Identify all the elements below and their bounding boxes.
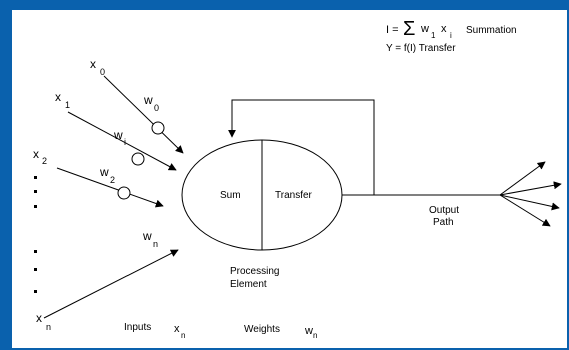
svg-text:w: w bbox=[304, 325, 313, 337]
weight-node-w0 bbox=[151, 121, 165, 135]
svg-text:n: n bbox=[46, 322, 51, 332]
processing-caption-line2: Element bbox=[230, 279, 267, 290]
output-path-line1: Output bbox=[429, 205, 459, 216]
summation-w-sub: 1 bbox=[431, 31, 436, 40]
svg-text:x: x bbox=[55, 90, 61, 104]
inputs-legend-label: Inputs bbox=[124, 322, 151, 333]
weight-label-w2: w 2 bbox=[99, 165, 115, 185]
output-path-line2: Path bbox=[433, 217, 454, 228]
svg-text:0: 0 bbox=[100, 67, 105, 77]
output-arrow-2 bbox=[499, 181, 562, 196]
ellipsis-dots bbox=[34, 176, 37, 293]
weight-node-wi bbox=[131, 152, 145, 166]
weight-nodes bbox=[117, 121, 165, 200]
input-arrow-x2 bbox=[56, 167, 164, 208]
transfer-label: Transfer bbox=[275, 190, 313, 201]
svg-text:w: w bbox=[99, 165, 109, 179]
summation-x: x bbox=[441, 23, 447, 35]
output-arrow-3 bbox=[499, 194, 560, 211]
summation-w: w bbox=[420, 23, 429, 35]
summation-formula: I = Σ w 1 x i Summation bbox=[386, 18, 517, 40]
svg-text:w: w bbox=[113, 128, 123, 142]
summation-x-sub: i bbox=[450, 31, 452, 40]
sigma-symbol: Σ bbox=[403, 18, 415, 40]
output-arrow-4 bbox=[499, 194, 551, 227]
input-arrows bbox=[43, 75, 184, 319]
svg-text:x: x bbox=[36, 311, 42, 325]
weight-node-w2 bbox=[117, 186, 131, 200]
summation-label: Summation bbox=[466, 25, 517, 36]
weight-label-wn: w n bbox=[142, 229, 158, 249]
svg-text:2: 2 bbox=[42, 156, 47, 166]
svg-text:i: i bbox=[124, 137, 126, 147]
svg-text:n: n bbox=[181, 331, 185, 340]
input-label-xn: x n bbox=[36, 311, 51, 332]
transfer-formula: Y = f(I) Transfer bbox=[386, 43, 456, 54]
input-arrow-x0 bbox=[103, 75, 184, 154]
weight-label-w0: w 0 bbox=[143, 93, 159, 113]
input-arrow-x1 bbox=[67, 111, 177, 171]
output-arrows bbox=[499, 161, 562, 227]
weight-label-wi: w i bbox=[113, 128, 126, 147]
weights-legend-symbol: w n bbox=[304, 325, 317, 340]
svg-text:n: n bbox=[313, 331, 317, 340]
svg-text:n: n bbox=[153, 239, 158, 249]
input-label-x1: x 1 bbox=[55, 90, 70, 110]
svg-text:x: x bbox=[33, 147, 39, 161]
weights-legend-label: Weights bbox=[244, 324, 280, 335]
svg-text:1: 1 bbox=[65, 100, 70, 110]
input-arrow-xn bbox=[43, 249, 179, 319]
svg-text:0: 0 bbox=[154, 103, 159, 113]
processing-element bbox=[181, 139, 343, 251]
sum-label: Sum bbox=[220, 190, 241, 201]
svg-text:w: w bbox=[142, 229, 152, 243]
input-label-x0: x 0 bbox=[90, 57, 105, 77]
svg-text:x: x bbox=[174, 323, 180, 335]
output-arrow-1 bbox=[499, 161, 546, 196]
svg-text:2: 2 bbox=[110, 175, 115, 185]
svg-text:w: w bbox=[143, 93, 153, 107]
svg-text:x: x bbox=[90, 57, 96, 71]
inputs-legend-symbol: x n bbox=[174, 323, 185, 340]
input-label-x2: x 2 bbox=[33, 147, 47, 166]
processing-caption-line1: Processing bbox=[230, 266, 279, 277]
summation-lhs: I = bbox=[386, 24, 399, 36]
feedback-loop-arrow bbox=[228, 99, 375, 196]
